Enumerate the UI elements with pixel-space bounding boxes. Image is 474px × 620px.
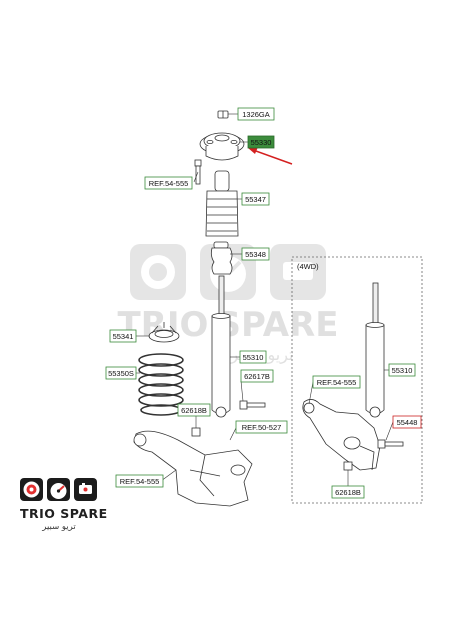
lower-nut-part bbox=[191, 427, 201, 437]
svg-text:1326GA: 1326GA bbox=[242, 110, 270, 119]
svg-text:REF.54-555: REF.54-555 bbox=[120, 477, 160, 486]
rh-shock-part bbox=[365, 282, 385, 418]
top-bolt-part bbox=[194, 159, 202, 185]
4wd-box bbox=[291, 256, 423, 504]
svg-text:55341: 55341 bbox=[113, 332, 134, 341]
part-label-62617B: 62617B bbox=[240, 369, 274, 383]
top-mount-part bbox=[199, 132, 245, 161]
left-assembly bbox=[133, 110, 266, 507]
4wd-label: (4WD) bbox=[297, 262, 319, 271]
highlight-arrow bbox=[248, 147, 293, 165]
svg-text:55448: 55448 bbox=[397, 418, 418, 427]
part-label-55310-left: 55310 bbox=[239, 350, 267, 364]
part-label-62618B-right: 62618B bbox=[331, 485, 365, 499]
lower-arm-part bbox=[133, 430, 253, 507]
shock-absorber-part bbox=[211, 275, 231, 418]
part-label-1326GA: 1326GA bbox=[237, 107, 275, 121]
svg-text:62618B: 62618B bbox=[181, 406, 207, 415]
svg-text:55310: 55310 bbox=[243, 353, 264, 362]
brand-name: TRIO SPARE bbox=[20, 506, 108, 521]
svg-text:62618B: 62618B bbox=[335, 488, 361, 497]
svg-text:55310: 55310 bbox=[392, 366, 413, 375]
right-assembly bbox=[302, 282, 404, 471]
svg-text:REF.54-555: REF.54-555 bbox=[149, 179, 189, 188]
svg-text:55330: 55330 bbox=[251, 138, 272, 147]
leader-lines bbox=[136, 113, 394, 486]
part-label-55448: 55448 bbox=[392, 415, 422, 429]
brand-icons bbox=[20, 478, 97, 501]
part-label-ref-50-527: REF.50-527 bbox=[235, 420, 288, 434]
brand-logo: TRIO SPARE تريو سبير bbox=[20, 478, 110, 558]
part-label-55310-right: 55310 bbox=[388, 363, 416, 377]
svg-text:55348: 55348 bbox=[245, 250, 266, 259]
part-label-55341: 55341 bbox=[109, 329, 137, 343]
brand-arabic: تريو سبير bbox=[42, 522, 76, 532]
part-label-55350S: 55350S bbox=[105, 366, 137, 380]
svg-text:REF.50-527: REF.50-527 bbox=[242, 423, 282, 432]
svg-text:REF.54-555: REF.54-555 bbox=[317, 378, 357, 387]
part-label-62618B-left: 62618B bbox=[177, 403, 211, 417]
coil-spring-part bbox=[138, 353, 184, 416]
part-label-55330: 55330 bbox=[247, 135, 275, 149]
part-label-ref-54-555-top: REF.54-555 bbox=[144, 176, 193, 190]
svg-text:55350S: 55350S bbox=[108, 369, 134, 378]
part-label-ref-54-555-right: REF.54-555 bbox=[312, 375, 361, 389]
part-label-ref-54-555-bottom: REF.54-555 bbox=[115, 474, 164, 488]
part-label-55348: 55348 bbox=[241, 247, 270, 261]
bump-stop-part bbox=[210, 241, 233, 275]
svg-text:55347: 55347 bbox=[245, 195, 266, 204]
lower-bolt-part bbox=[239, 400, 266, 410]
rh-lower-arm-part bbox=[302, 399, 381, 471]
svg-text:62617B: 62617B bbox=[244, 372, 270, 381]
rh-bolt-part bbox=[377, 439, 404, 449]
rh-nut-part bbox=[343, 461, 353, 471]
nut-part bbox=[217, 110, 229, 119]
part-label-55347: 55347 bbox=[241, 192, 270, 206]
dust-boot-part bbox=[205, 170, 239, 237]
